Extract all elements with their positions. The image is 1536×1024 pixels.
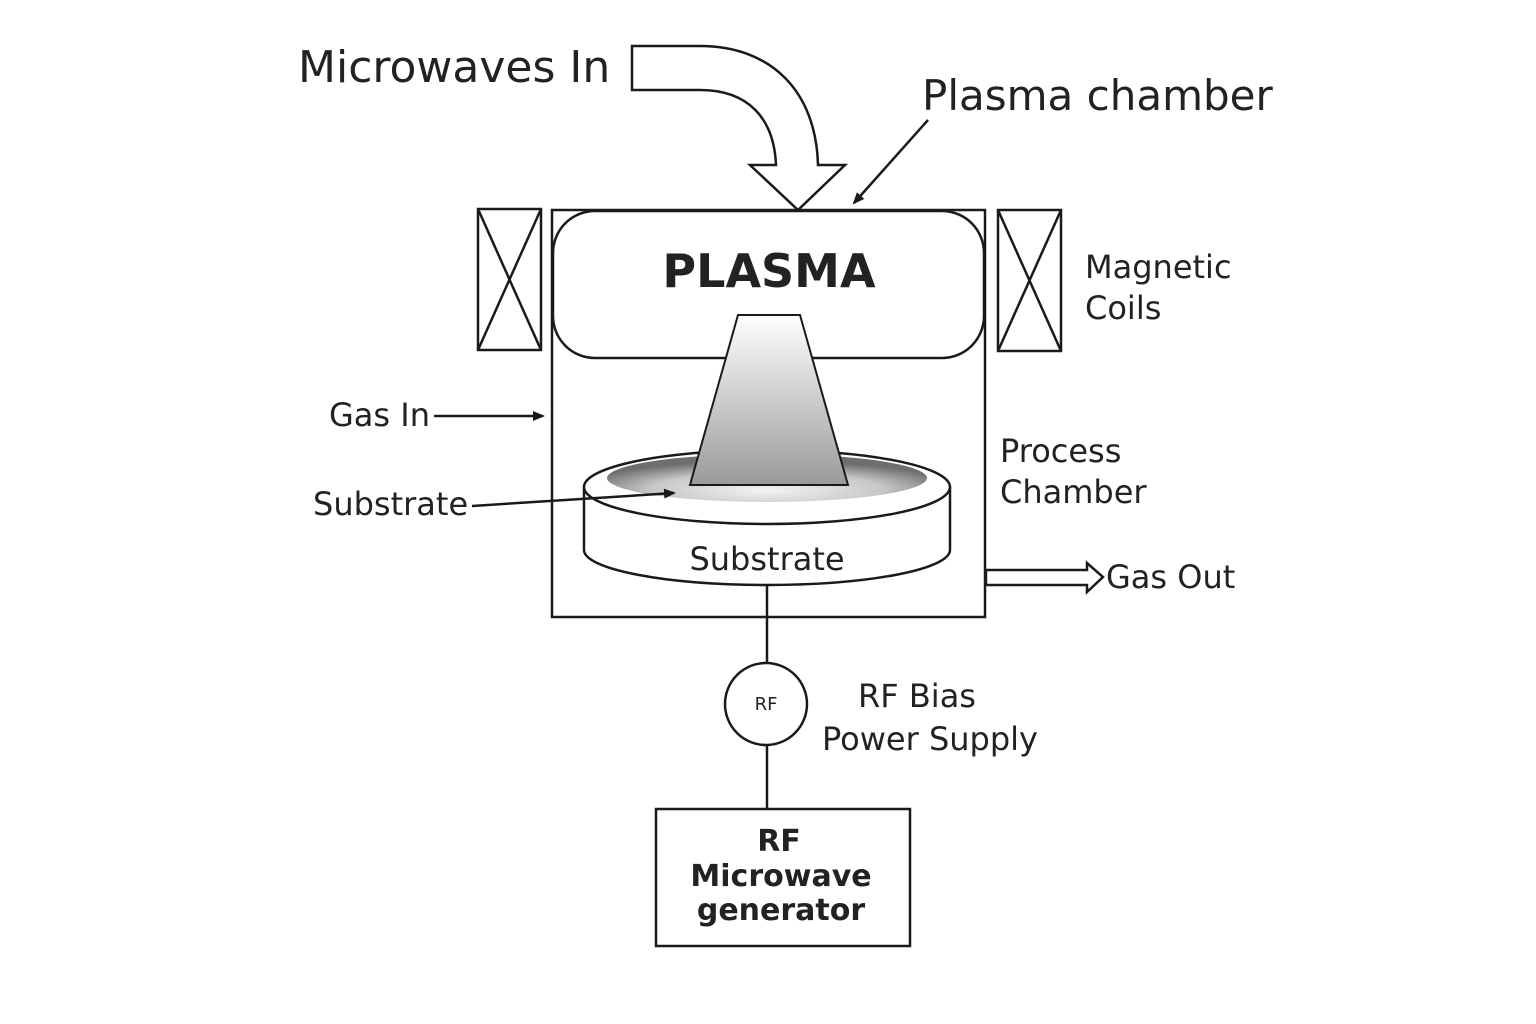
plasma-label: PLASMA	[662, 244, 876, 298]
microwaves-in-label: Microwaves In	[298, 42, 610, 93]
substrate-callout-label: Substrate	[313, 485, 468, 523]
plasma-chamber-pointer-arrow	[852, 119, 929, 205]
gas-out-label: Gas Out	[1106, 558, 1235, 596]
gas-out-arrow	[984, 560, 1105, 595]
generator-label-line2: Microwave	[690, 859, 871, 894]
generator-label-line3: generator	[697, 893, 866, 928]
process-chamber-label-line2: Chamber	[1000, 473, 1147, 511]
gas-in-label: Gas In	[329, 396, 430, 434]
plasma-beam	[688, 314, 850, 486]
generator-label-line1: RF	[757, 824, 801, 859]
magnetic-coil-left	[476, 207, 543, 352]
microwave-input-arrow	[630, 44, 849, 212]
rf-bias-label-line1: RF Bias	[858, 677, 976, 715]
magnetic-coils-label-line1: Magnetic	[1085, 248, 1232, 286]
magnetic-coil-right	[996, 208, 1063, 353]
plasma-chamber-label: Plasma chamber	[922, 71, 1273, 120]
process-chamber-label-line1: Process	[1000, 432, 1121, 470]
substrate-holder-label: Substrate	[689, 540, 844, 578]
magnetic-coils-label-line2: Coils	[1085, 289, 1161, 327]
rf-microwave-generator-box	[654, 807, 912, 948]
rf-bias-label-line2: Power Supply	[822, 720, 1038, 758]
substrate-holder	[582, 448, 952, 587]
rf-circle-label: RF	[755, 694, 778, 715]
substrate-callout-arrow	[471, 488, 676, 508]
